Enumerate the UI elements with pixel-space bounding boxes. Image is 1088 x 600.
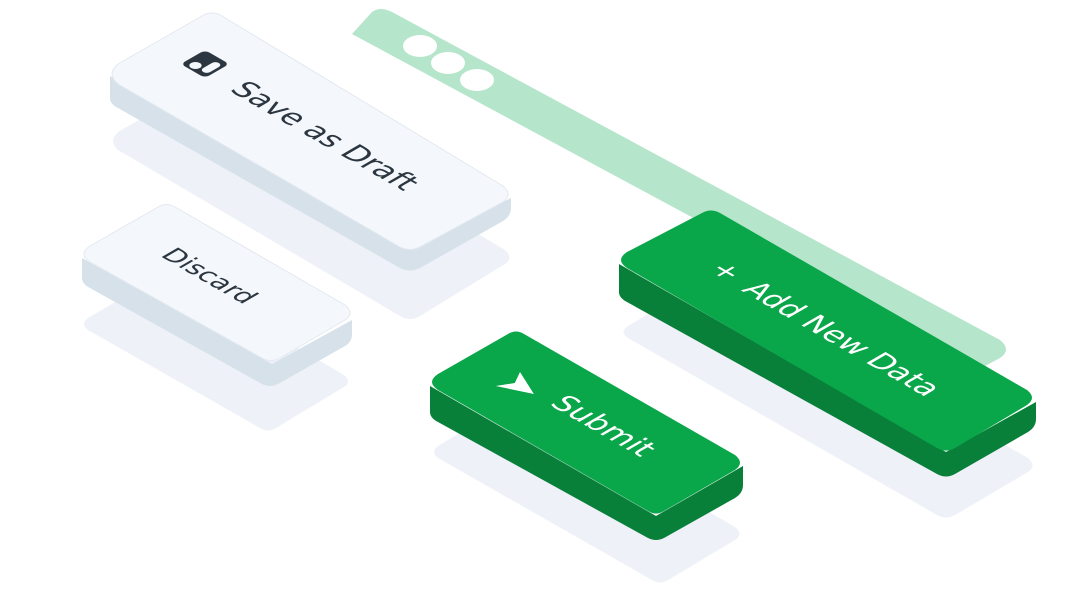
window-bar-shape	[352, 9, 1006, 368]
discard-top	[83, 204, 351, 361]
save-as-draft-button[interactable]: Save as Draft	[110, 12, 511, 271]
send-arrow-icon	[495, 372, 534, 394]
floppy-disk-icon	[183, 51, 227, 77]
window-dot-icon	[460, 69, 494, 91]
discard-button[interactable]: Discard	[82, 204, 352, 387]
window-dot-icon	[431, 52, 465, 74]
submit-top	[432, 331, 740, 514]
add-new-data-top	[621, 210, 1032, 451]
submit-button[interactable]: Submit	[430, 331, 743, 541]
window-dot-icon	[403, 35, 437, 57]
window-bar	[352, 9, 1006, 368]
